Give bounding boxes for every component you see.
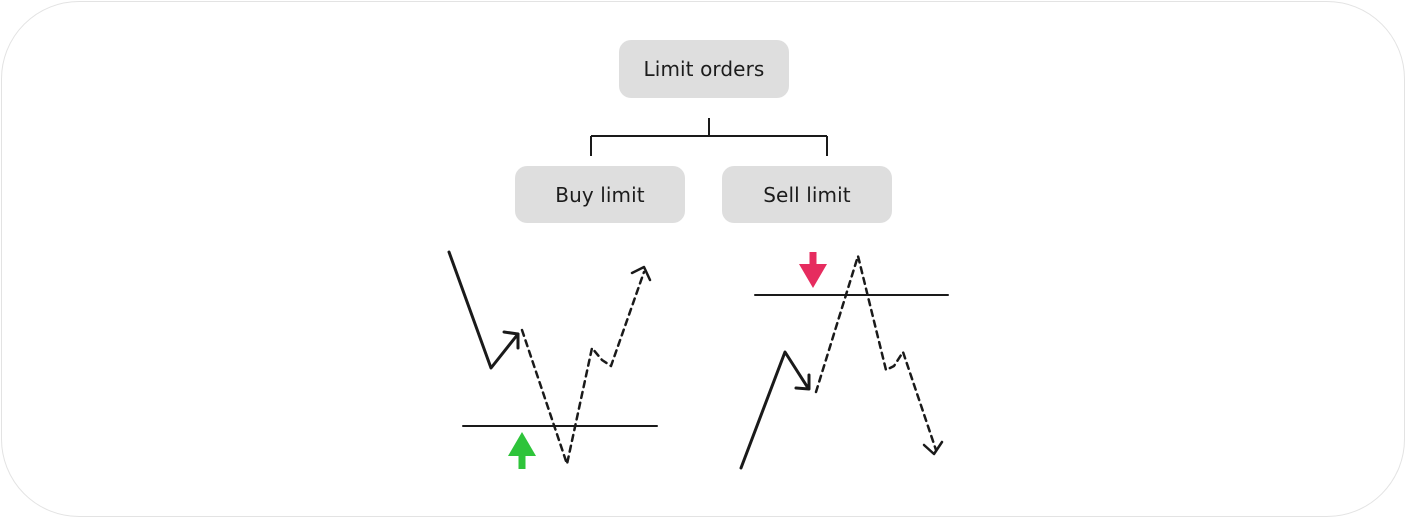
buy-price-path <box>447 250 520 370</box>
node-buy-limit: Buy limit <box>515 166 685 223</box>
buy-price-arrowhead <box>502 330 520 350</box>
node-buy-limit-label: Buy limit <box>555 182 645 207</box>
sell-projected-arrowhead <box>922 440 944 456</box>
node-sell-limit-label: Sell limit <box>763 182 851 207</box>
tree-connector <box>590 118 828 156</box>
sell-price-arrowhead <box>794 373 811 391</box>
node-limit-orders: Limit orders <box>619 40 789 98</box>
buy-limit-chart <box>447 250 658 466</box>
arrow-up-icon <box>508 432 536 469</box>
buy-projected-path <box>520 270 646 466</box>
node-limit-orders-label: Limit orders <box>643 57 765 81</box>
sell-price-path <box>739 350 810 470</box>
sell-limit-chart <box>739 254 949 470</box>
sell-projected-path <box>814 254 938 452</box>
buy-projected-arrowhead <box>630 265 652 282</box>
node-sell-limit: Sell limit <box>722 166 892 223</box>
arrow-down-icon <box>799 252 827 288</box>
